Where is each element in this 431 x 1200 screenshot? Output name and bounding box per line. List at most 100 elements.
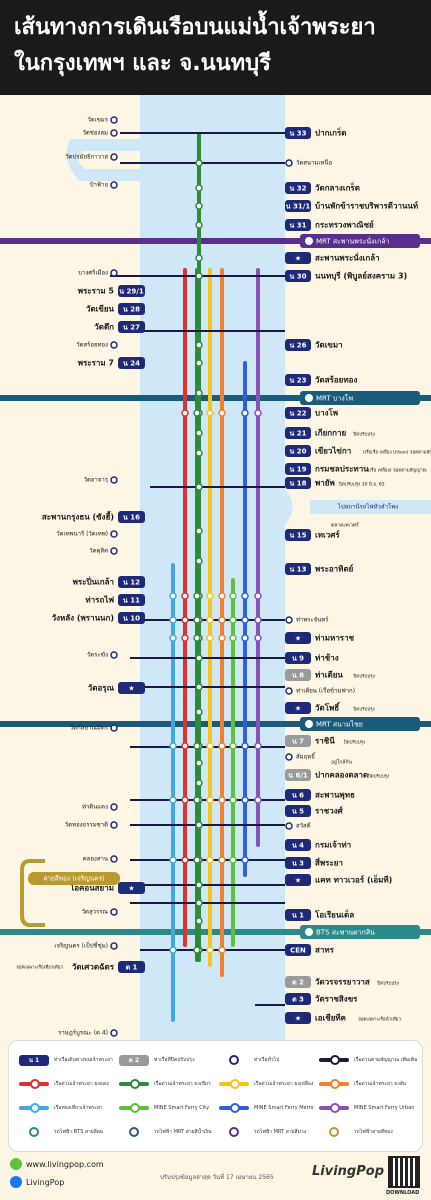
qr-code-icon[interactable] <box>388 1156 420 1188</box>
pier-name: วัดวรจรรยาวาส <box>315 978 370 987</box>
pier-note: ปิดปรับปรุง <box>377 981 399 987</box>
station-dot <box>181 634 189 642</box>
qr-download-label: DOWNLOAD <box>386 1190 420 1196</box>
title-banner: เส้นทางการเดินเรือบนแม่น้ำเจ้าพระยา ในกร… <box>0 0 431 95</box>
pier-name: ปากคลองตลาด <box>315 771 368 780</box>
pier-name: วัดตึก <box>94 323 114 332</box>
pier-name: เขียวไข่กา <box>315 446 351 456</box>
station-dot <box>241 616 249 624</box>
pier-name: โอเรียนเต็ล <box>314 909 354 920</box>
station-dot <box>195 483 203 491</box>
legend-label: MINE Smart Ferry City <box>154 1105 210 1111</box>
facebook-icon <box>10 1176 22 1188</box>
pier-name: วัดอรุณ <box>88 684 115 694</box>
pier-dot <box>285 753 293 761</box>
pier-dot <box>285 616 293 624</box>
legend-item: ท่าเรือทั่วไป <box>219 1053 279 1067</box>
pier-name: ราชินี <box>315 736 335 746</box>
pier-dot <box>110 547 118 555</box>
station-dot <box>195 202 203 210</box>
pier-name: สวัสดี <box>296 822 311 830</box>
station-dot <box>218 796 226 804</box>
pier-code-badge <box>118 303 145 315</box>
pier-code-badge <box>285 427 311 439</box>
legend-label: MINE Smart Ferry Metro <box>254 1105 314 1111</box>
pier-name: วัดกัลยาณมิตร <box>70 725 109 732</box>
pier-name: สี่พระยา <box>315 857 343 868</box>
station-dot <box>241 409 249 417</box>
pier-name: บางโพ <box>315 408 338 418</box>
pier-name: วัดสุวรรณ <box>82 909 109 916</box>
pier-code: น 8 <box>292 672 304 680</box>
station-dot <box>206 634 214 642</box>
pier-name: ราษฎร์บูรณะ (ต 4) <box>58 1029 108 1037</box>
pier-code-badge <box>118 882 145 894</box>
pier-code: น 5 <box>292 808 304 816</box>
station-dot <box>229 742 237 750</box>
pier-code: น 6 <box>292 792 304 800</box>
pier-code: น 22 <box>290 410 307 418</box>
station-dot <box>195 159 203 167</box>
legend-label: ท่าเรือเดินทางบนเจ้าพระยา <box>54 1057 113 1063</box>
pier-code-badge <box>118 594 145 606</box>
pier-code: ★ <box>295 877 301 885</box>
pier-name: วัดกลางเกร็ด <box>315 182 360 193</box>
website-link[interactable]: www.livingpop.com <box>10 1158 104 1170</box>
legend-item: เรือท่องเที่ยวเจ้าพระยา <box>19 1101 103 1115</box>
pier-name: เทเวศร์ <box>315 530 340 540</box>
station-dot <box>195 759 203 767</box>
pier-code-badge <box>285 769 311 781</box>
station-dot <box>193 856 201 864</box>
pier-code-badge <box>118 321 145 333</box>
station-dot <box>218 946 226 954</box>
pier-dot <box>110 855 118 863</box>
pier-dot <box>110 724 118 732</box>
station-dot <box>254 796 262 804</box>
station-dot <box>195 881 203 889</box>
legend-label: เรือด่วนเจ้าพระยา ธงเขียว <box>154 1081 211 1087</box>
pier-code-badge <box>118 612 145 624</box>
station-dot <box>181 796 189 804</box>
facebook-link[interactable]: LivingPop <box>10 1176 64 1188</box>
station-dot <box>195 221 203 229</box>
station-dot <box>195 899 203 907</box>
pier-code: น 4 <box>292 842 304 850</box>
pier-code-badge <box>285 445 311 457</box>
pier-code: น 10 <box>123 615 140 623</box>
pier-name: บ้านพักข้าราชบริพารดีวานนท์ <box>315 201 418 211</box>
pier-name: สะพานพุทธ <box>315 791 355 801</box>
footer: www.livingpop.com LivingPop ปรับปรุงข้อม… <box>0 1152 431 1200</box>
pier-dot <box>110 821 118 829</box>
pier-name: วัดเขมร <box>87 117 108 124</box>
station-dot <box>195 779 203 787</box>
pier-code-badge <box>285 652 311 664</box>
station-dot <box>169 856 177 864</box>
pier-code-badge <box>285 789 311 801</box>
station-dot <box>218 409 226 417</box>
pier-name: สะพานกรุงธน (ซังฮี้) <box>42 511 114 523</box>
pier-dot <box>110 530 118 538</box>
pier-name: เอเชียทีค <box>315 1013 346 1023</box>
gold-line-bracket <box>20 859 45 927</box>
legend-label: เรือด่วนเจ้าพระยา ธงแดง <box>54 1081 109 1087</box>
legend-circle-swatch <box>19 1127 49 1137</box>
mrt-pranangklao-label: MRT สะพานพระนั่งเกล้า <box>316 237 390 246</box>
station-dot <box>195 683 203 691</box>
pier-name: วังหลัง (พรานนก) <box>52 614 114 623</box>
pier-name: วัดสร้อยทอง <box>76 342 108 349</box>
pier-dot <box>110 1029 118 1037</box>
pier-code: น 19 <box>290 466 307 474</box>
pier-code-badge <box>285 857 311 869</box>
pier-note: (เรือ เหลือง) จอดตามสัญญาณ <box>368 467 427 474</box>
station-dot <box>169 742 177 750</box>
legend-line-swatch <box>319 1079 349 1089</box>
station-dot <box>254 409 262 417</box>
legend-item: MINE Smart Ferry Urban <box>319 1101 414 1115</box>
pier-dot <box>110 942 118 950</box>
station-dot <box>193 796 201 804</box>
pier-dot <box>110 153 118 161</box>
station-dot <box>181 409 189 417</box>
pier-name: วัดเทพนารี (วัดเทพ) <box>56 530 108 538</box>
pier-code-badge <box>285 874 311 886</box>
